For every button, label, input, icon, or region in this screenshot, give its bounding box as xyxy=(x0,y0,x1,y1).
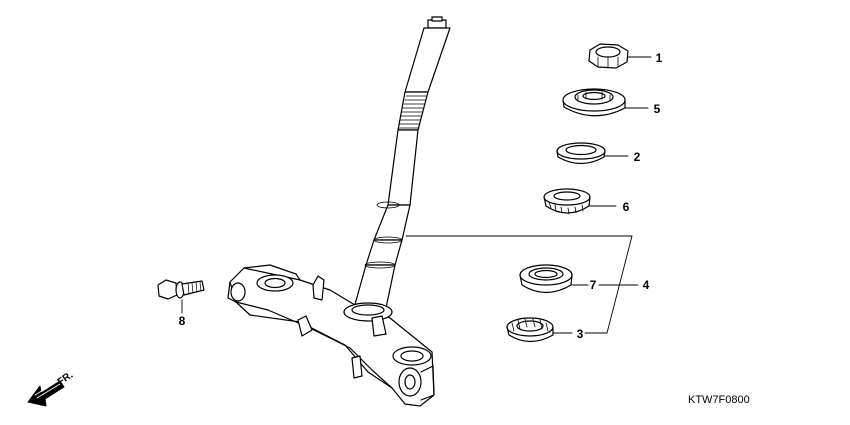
callout-8: 8 xyxy=(178,314,186,328)
callout-6: 6 xyxy=(622,200,630,214)
dust-seal-part xyxy=(556,142,606,165)
front-direction-arrow xyxy=(27,380,65,407)
drawing-code: KTW7F0800 xyxy=(688,394,750,406)
upper-bearing-part xyxy=(543,188,591,215)
adjusting-nut-part xyxy=(562,88,626,117)
steering-stem-shaft xyxy=(353,16,451,309)
callout-2: 2 xyxy=(633,150,641,164)
callout-5: 5 xyxy=(653,102,661,116)
callout-3: 3 xyxy=(576,327,584,341)
callout-7: 7 xyxy=(589,278,597,292)
nut-part xyxy=(588,43,629,69)
callout-1: 1 xyxy=(655,51,663,65)
bolt-part xyxy=(157,279,205,300)
callout-4: 4 xyxy=(642,278,650,292)
bottom-bridge xyxy=(227,264,435,407)
leader-lines xyxy=(181,56,652,334)
lower-bearing-part xyxy=(506,317,554,343)
bearing-race-part xyxy=(519,264,573,294)
